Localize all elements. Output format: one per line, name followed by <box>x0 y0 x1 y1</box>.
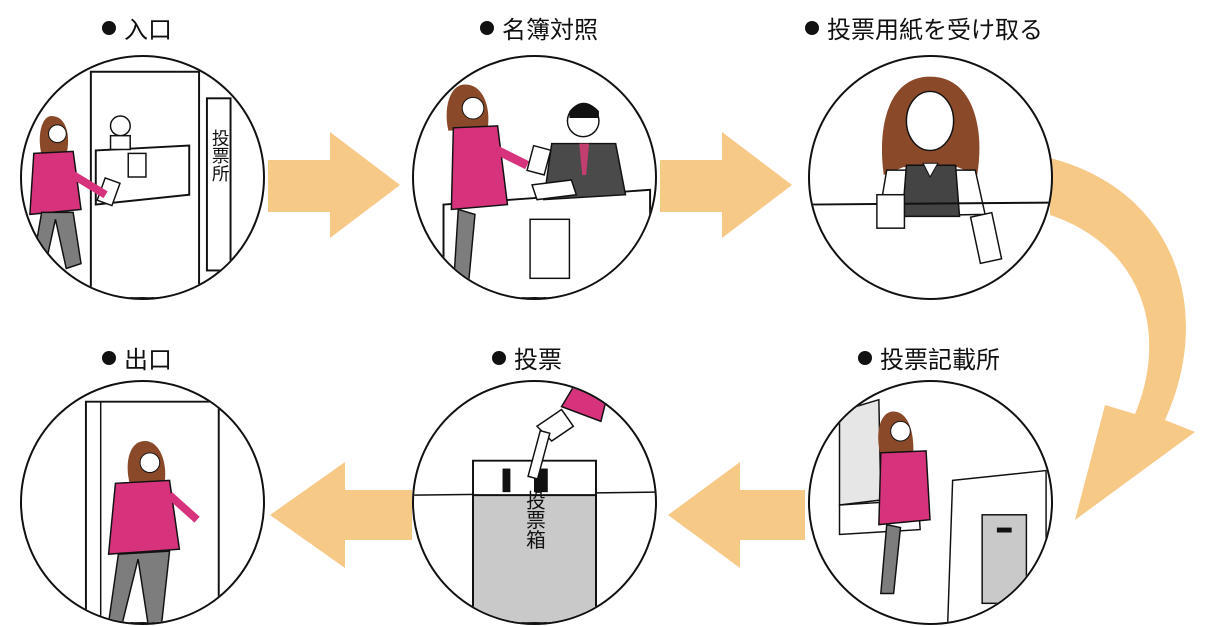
label-entrance: 入口 <box>102 10 172 45</box>
writing-booth-illustration <box>838 398 1047 623</box>
stage-vote: 投票箱 <box>412 380 657 625</box>
ballot-box-text: 投票箱 <box>523 490 546 549</box>
bullet-icon <box>492 350 506 365</box>
bullet-icon <box>858 350 872 365</box>
label-receive-ballot-text: 投票用紙を受け取る <box>827 16 1043 44</box>
receive-ballot-illustration <box>810 76 1051 265</box>
entrance-illustration: 投票所 <box>29 70 232 298</box>
stage-exit <box>20 380 265 625</box>
label-vote-text: 投票 <box>514 346 562 374</box>
arrow-left-2 <box>270 462 412 568</box>
vote-illustration: 投票箱 <box>414 382 655 623</box>
roster-check-illustration <box>442 84 652 298</box>
bullet-icon <box>102 350 116 365</box>
bullet-icon <box>480 20 494 35</box>
stage-writing-booth <box>808 380 1053 625</box>
label-roster-check-text: 名簿対照 <box>502 16 598 44</box>
label-receive-ballot: 投票用紙を受け取る <box>805 10 1043 45</box>
label-writing-booth: 投票記載所 <box>858 340 1000 375</box>
arrow-right-1 <box>268 132 400 238</box>
stage-roster-check <box>412 55 657 300</box>
label-exit-text: 出口 <box>124 346 172 374</box>
bullet-icon <box>805 20 819 35</box>
label-writing-booth-text: 投票記載所 <box>880 346 1000 374</box>
label-roster-check: 名簿対照 <box>480 10 598 45</box>
arrow-curve <box>1050 158 1195 520</box>
stage-entrance: 投票所 <box>20 55 265 300</box>
arrow-right-2 <box>660 132 792 238</box>
label-vote: 投票 <box>492 340 562 375</box>
bullet-icon <box>102 20 116 35</box>
arrow-left-1 <box>668 462 805 568</box>
entrance-sign-text: 投票所 <box>209 128 230 182</box>
label-exit: 出口 <box>102 340 172 375</box>
stage-receive-ballot <box>808 55 1053 300</box>
label-entrance-text: 入口 <box>124 16 172 44</box>
exit-illustration <box>84 400 220 623</box>
